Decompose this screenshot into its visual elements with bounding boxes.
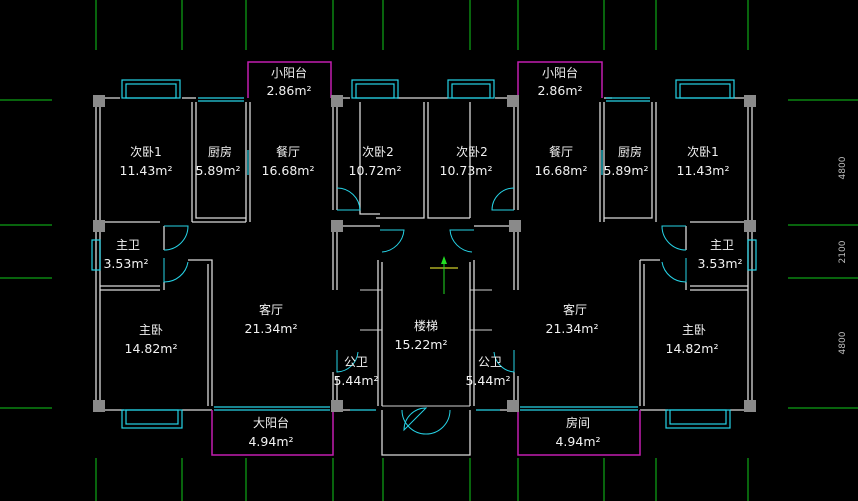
room-label: 厨房 — [618, 144, 642, 159]
room-area: 2.86m² — [537, 83, 582, 98]
room-area: 16.68m² — [535, 163, 588, 178]
room-area: 5.44m² — [333, 373, 378, 388]
room-area: 14.82m² — [125, 341, 178, 356]
room-label: 小阳台 — [271, 65, 307, 80]
room-area: 10.73m² — [440, 163, 493, 178]
dimension-middle: 2100 — [838, 240, 848, 263]
room-label: 次卧2 — [362, 145, 394, 159]
room-label: 餐厅 — [276, 144, 300, 159]
room-label: 主卫 — [710, 238, 734, 252]
dimension-bottom: 4800 — [838, 331, 848, 354]
room-label: 公卫 — [478, 355, 502, 369]
room-label: 餐厅 — [549, 144, 573, 159]
room-label: 大阳台 — [253, 415, 289, 430]
room-label: 主卫 — [116, 238, 140, 252]
room-label: 厨房 — [208, 144, 232, 159]
room-area: 21.34m² — [245, 321, 298, 336]
room-label: 房间 — [566, 415, 590, 430]
room-area: 5.89m² — [603, 163, 648, 178]
room-area: 3.53m² — [697, 256, 742, 271]
room-label: 客厅 — [259, 302, 283, 317]
room-label: 次卧1 — [130, 145, 162, 159]
room-label: 主卧 — [139, 323, 163, 337]
walls — [95, 97, 753, 456]
room-label: 次卧1 — [687, 145, 719, 159]
room-area: 3.53m² — [103, 256, 148, 271]
room-label: 楼梯 — [414, 318, 438, 333]
room-area: 21.34m² — [546, 321, 599, 336]
room-area: 5.44m² — [465, 373, 510, 388]
room-area: 10.72m² — [349, 163, 402, 178]
room-area: 4.94m² — [248, 434, 293, 449]
room-area: 16.68m² — [262, 163, 315, 178]
balconies — [211, 61, 641, 456]
room-area: 11.43m² — [677, 163, 730, 178]
room-area: 5.89m² — [195, 163, 240, 178]
room-label: 主卧 — [682, 323, 706, 337]
room-area: 4.94m² — [555, 434, 600, 449]
dimension-labels: 4800 2100 4800 — [838, 156, 848, 354]
room-area: 2.86m² — [266, 83, 311, 98]
columns — [93, 95, 756, 412]
room-labels: 小阳台 2.86m² 次卧1 11.43m² 厨房 5.89m² 餐厅 16.6… — [103, 65, 742, 449]
room-label: 小阳台 — [542, 65, 578, 80]
room-label: 公卫 — [344, 355, 368, 369]
room-area: 11.43m² — [120, 163, 173, 178]
doors — [163, 187, 687, 435]
room-label: 客厅 — [563, 302, 587, 317]
room-area: 15.22m² — [395, 337, 448, 352]
room-label: 次卧2 — [456, 145, 488, 159]
dimension-top: 4800 — [838, 156, 848, 179]
stair-arrow-icon — [430, 256, 458, 294]
windows — [91, 79, 757, 429]
room-area: 14.82m² — [666, 341, 719, 356]
